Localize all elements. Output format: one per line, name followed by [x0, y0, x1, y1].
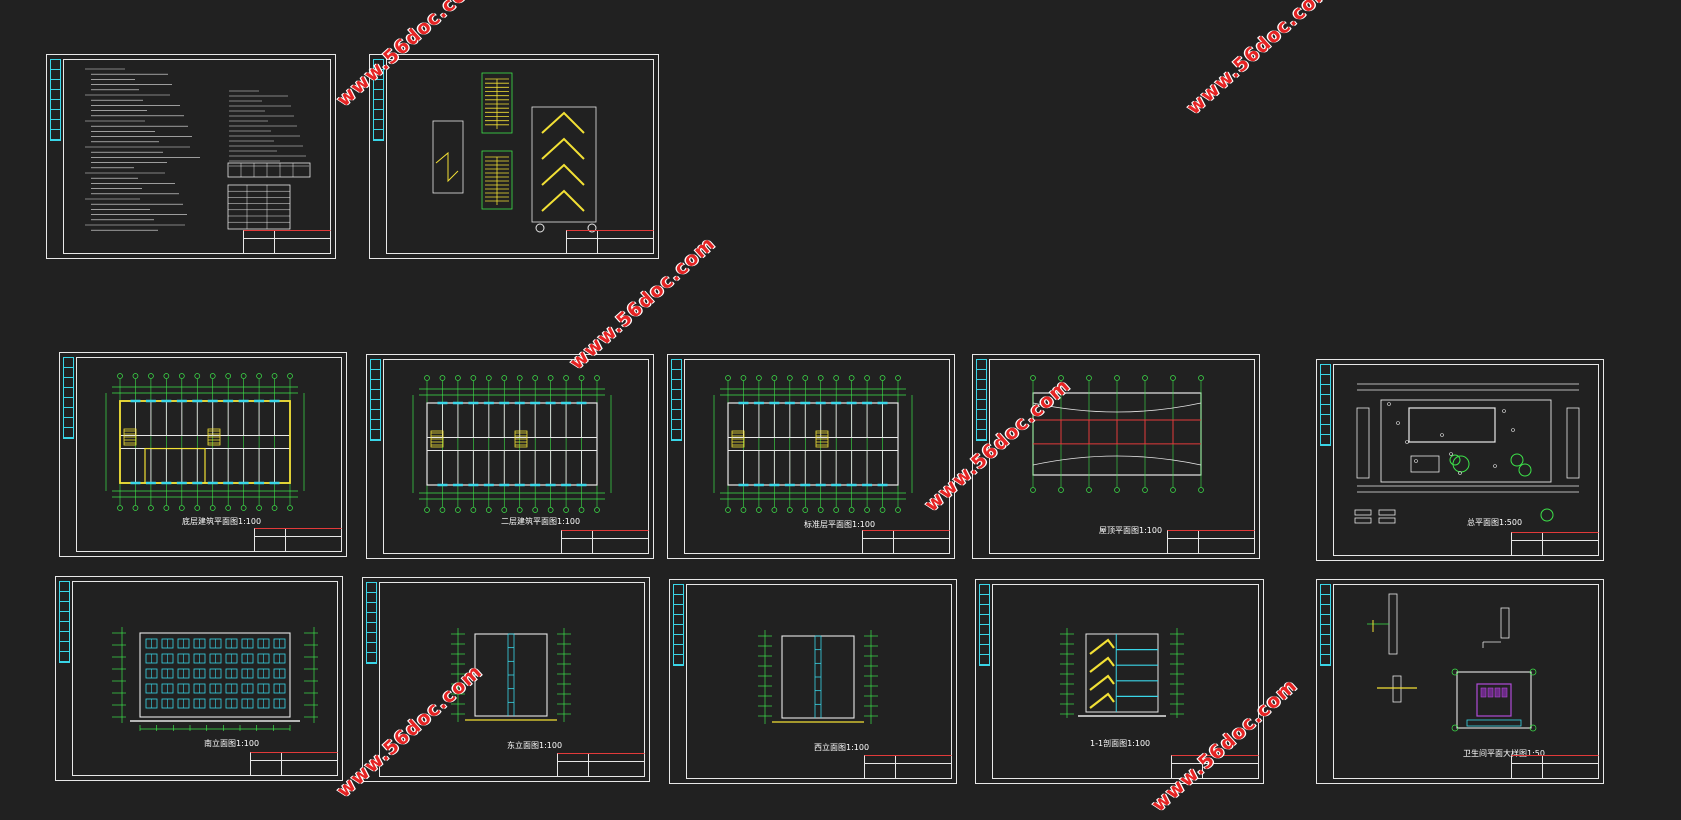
- sheet-binding-strip: [59, 581, 70, 663]
- title-block: [561, 530, 649, 554]
- caption-standard-floor-plan: 标准层平面图1:100: [804, 520, 876, 529]
- drawing-standard-floor-plan: [713, 375, 913, 513]
- sheet-binding-strip: [673, 584, 684, 666]
- sheet-binding-strip: [671, 359, 682, 441]
- sheet-standard-floor-plan[interactable]: 标准层平面图1:100: [667, 354, 955, 559]
- sheet-binding-strip: [366, 582, 377, 664]
- drawing-side-elevation: [451, 628, 571, 722]
- drawing-second-floor-plan: [412, 375, 612, 513]
- caption-side-elevation-2: 西立面图1:100: [814, 743, 870, 752]
- title-block: [862, 530, 950, 554]
- sheet-site-plan[interactable]: 总平面图1:500: [1316, 359, 1604, 561]
- title-block: [1511, 755, 1599, 779]
- title-block: [864, 755, 952, 779]
- sheet-binding-strip: [63, 357, 74, 439]
- drawing-site-plan: [1354, 383, 1580, 524]
- sheet-binding-strip: [976, 359, 987, 441]
- drawing-stair-detail: [432, 72, 597, 233]
- drawing-details: [1367, 593, 1537, 732]
- drawing-ground-floor-plan: [105, 373, 305, 511]
- caption-second-floor-plan: 二层建筑平面图1:100: [501, 517, 581, 526]
- title-block: [250, 752, 338, 776]
- title-block: [566, 230, 654, 254]
- sheet-section-1-1[interactable]: 1-1剖面图1:100: [975, 579, 1264, 784]
- sheet-binding-strip: [979, 584, 990, 666]
- watermark-2: www.56doc.com: [1182, 0, 1337, 120]
- title-block: [1511, 532, 1599, 556]
- sheet-design-notes[interactable]: [46, 54, 336, 259]
- caption-side-elevation: 东立面图1:100: [507, 741, 563, 750]
- caption-details: 卫生间平面大样图1:50: [1463, 749, 1545, 758]
- sheet-binding-strip: [50, 59, 61, 141]
- sheet-binding-strip: [1320, 584, 1331, 666]
- sheet-binding-strip: [1320, 364, 1331, 446]
- title-block: [1171, 755, 1259, 779]
- title-block: [1167, 530, 1255, 554]
- caption-main-elevation: 南立面图1:100: [204, 739, 260, 748]
- sheet-binding-strip: [373, 59, 384, 141]
- drawing-design-notes: [85, 68, 311, 231]
- sheet-side-elevation-2[interactable]: 西立面图1:100: [669, 579, 957, 784]
- sheet-ground-floor-plan[interactable]: 底层建筑平面图1:100: [59, 352, 347, 557]
- drawing-roof-plan: [1030, 375, 1204, 493]
- sheet-side-elevation[interactable]: 东立面图1:100: [362, 577, 650, 782]
- caption-site-plan: 总平面图1:500: [1467, 518, 1523, 527]
- title-block: [243, 230, 331, 254]
- drawing-main-elevation: [112, 627, 318, 731]
- drawing-section-1-1: [1060, 628, 1184, 718]
- drawing-side-elevation-2: [758, 630, 878, 724]
- caption-roof-plan: 屋顶平面图1:100: [1099, 526, 1163, 535]
- sheet-stair-detail[interactable]: [369, 54, 659, 259]
- sheet-binding-strip: [370, 359, 381, 441]
- caption-section-1-1: 1-1剖面图1:100: [1090, 739, 1151, 748]
- sheet-second-floor-plan[interactable]: 二层建筑平面图1:100: [366, 354, 654, 559]
- sheet-roof-plan[interactable]: 屋顶平面图1:100: [972, 354, 1260, 559]
- sheet-main-elevation[interactable]: 南立面图1:100: [55, 576, 343, 781]
- caption-ground-floor-plan: 底层建筑平面图1:100: [182, 517, 262, 526]
- sheet-details[interactable]: 卫生间平面大样图1:50: [1316, 579, 1604, 784]
- title-block: [557, 753, 645, 777]
- title-block: [254, 528, 342, 552]
